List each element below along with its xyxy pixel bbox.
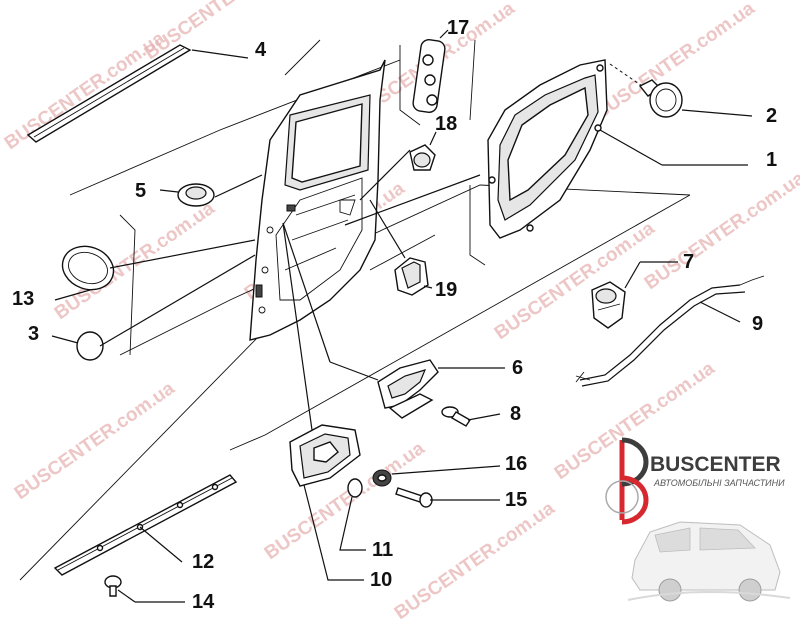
brand-logo: BUSCENTER АВТОМОБІЛЬНІ ЗАПЧАСТИНИ (605, 437, 785, 525)
callout-3: 3 (28, 323, 39, 345)
callout-7: 7 (683, 251, 694, 273)
part-small-cap (339, 478, 366, 551)
callout-11: 11 (372, 539, 393, 561)
callout-19: 19 (435, 279, 457, 301)
part-door-trim-panel (487, 59, 748, 239)
door-frame-clip (286, 204, 296, 212)
callout-9: 9 (752, 313, 763, 335)
callout-6: 6 (512, 357, 523, 379)
part-cable-clip (591, 261, 678, 329)
callout-12: 12 (192, 551, 214, 573)
part-push-rivet (104, 575, 185, 603)
callout-1: 1 (766, 149, 777, 171)
callout-2: 2 (766, 105, 777, 127)
leader-lines (99, 149, 481, 431)
callout-16: 16 (505, 453, 527, 475)
watermark-text: BUSCENTER.com.ua (391, 498, 559, 624)
callout-labels: 4 17 18 2 1 5 13 3 19 7 9 6 8 16 15 11 1… (12, 17, 777, 613)
watermark-text: BUSCENTER.com.ua (11, 378, 179, 504)
callout-17: 17 (447, 17, 469, 39)
callout-8: 8 (510, 403, 521, 425)
watermark-text: BUSCENTER.com.ua (641, 168, 800, 294)
door-frame (249, 59, 386, 341)
part-sill-strip (53, 474, 238, 576)
part-lock-actuator (369, 199, 433, 296)
part-grommet (159, 183, 215, 207)
door-frame-clip (255, 284, 263, 298)
part-oval-plug (54, 245, 115, 301)
part-inner-handle (329, 359, 505, 419)
part-nut (372, 465, 501, 487)
part-round-plug (51, 331, 104, 361)
perspective-guides (19, 39, 691, 581)
callout-14: 14 (192, 591, 215, 613)
watermark-text: BUSCENTER.com.ua (491, 218, 659, 344)
callout-13: 13 (12, 288, 34, 310)
part-control-cable (575, 275, 765, 387)
part-bolt (395, 487, 500, 508)
callout-5: 5 (135, 180, 146, 202)
brand-logo-mark (621, 475, 649, 525)
part-rubber-bumper (409, 131, 437, 171)
part-screw-small (441, 406, 501, 427)
callout-15: 15 (505, 489, 527, 511)
callout-10: 10 (370, 569, 392, 591)
brand-subtitle: АВТОМОБІЛЬНІ ЗАПЧАСТИНИ (653, 478, 785, 488)
part-handle-bezel (289, 424, 364, 581)
van-illustration (627, 521, 791, 602)
part-striker-plate (412, 29, 449, 113)
part-window-seal-strip (26, 44, 249, 143)
brand-logo-mark (605, 480, 639, 514)
part-push-clip (609, 63, 753, 118)
callout-18: 18 (435, 113, 457, 135)
brand-name: BUSCENTER (650, 453, 781, 476)
callout-4: 4 (255, 39, 267, 61)
